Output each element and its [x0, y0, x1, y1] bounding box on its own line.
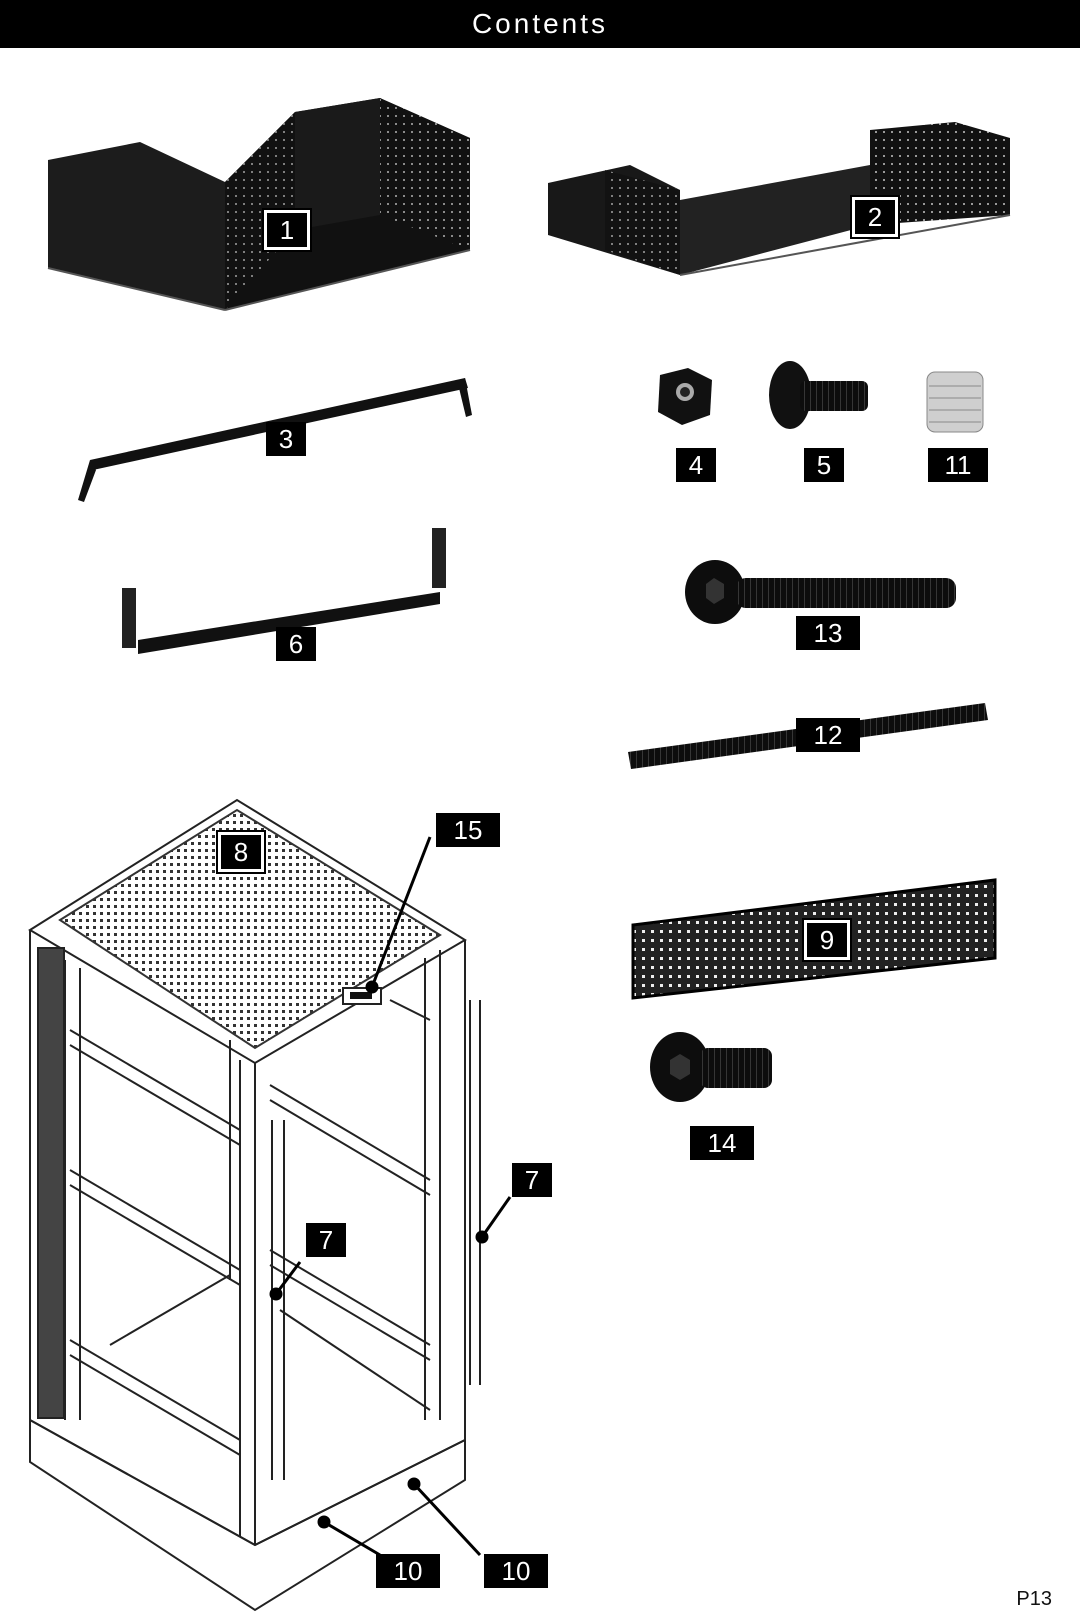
part-8-rack-frame	[28, 798, 481, 1612]
page-number: P13	[1016, 1588, 1052, 1610]
callout-leaders	[269, 836, 512, 1557]
label-part-8: 8	[216, 830, 266, 874]
label-part-12: 12	[796, 718, 860, 752]
label-part-15: 15	[436, 813, 500, 847]
part-6-u-bracket	[122, 528, 446, 654]
page-title: Contents	[471, 8, 609, 39]
label-part-14: 14	[690, 1126, 754, 1160]
label-part-10-left: 10	[376, 1554, 440, 1588]
part-1-deep-shelf	[47, 98, 471, 311]
part-14-button-bolt	[650, 1032, 772, 1102]
label-part-5: 5	[804, 448, 844, 482]
label-part-13: 13	[796, 616, 860, 650]
label-part-1: 1	[262, 208, 312, 252]
part-11-threaded-insert	[926, 371, 984, 433]
label-part-7-right: 7	[512, 1163, 552, 1197]
part-5-screw	[769, 361, 868, 429]
part-4-cage-nut	[658, 368, 712, 425]
label-part-4: 4	[676, 448, 716, 482]
label-part-6: 6	[276, 627, 316, 661]
label-part-2: 2	[850, 195, 900, 239]
label-part-11: 11	[928, 448, 988, 482]
label-part-10-right: 10	[484, 1554, 548, 1588]
label-part-9: 9	[802, 918, 852, 962]
label-part-7-left: 7	[306, 1223, 346, 1257]
part-2-shallow-shelf	[548, 122, 1011, 276]
page-title-bar: Contents	[0, 0, 1080, 48]
part-13-long-bolt	[685, 560, 956, 624]
label-part-3: 3	[266, 422, 306, 456]
